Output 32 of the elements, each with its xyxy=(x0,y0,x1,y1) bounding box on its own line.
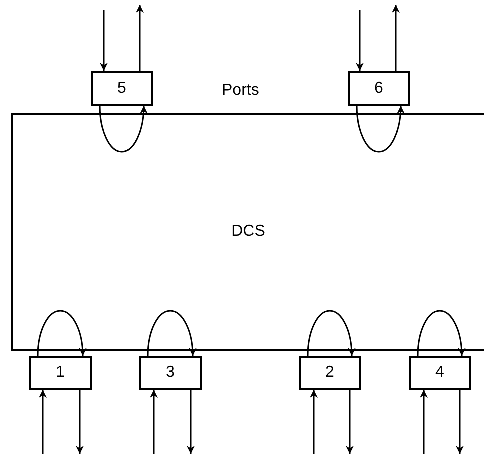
port-label: Ports xyxy=(222,83,260,99)
arrow xyxy=(420,390,428,454)
loop-arrow xyxy=(330,310,356,356)
arrow xyxy=(456,390,464,454)
port-box: 3 xyxy=(139,356,202,390)
system-box: DCS xyxy=(11,113,484,351)
loop-arrow xyxy=(122,106,148,153)
loop-line xyxy=(99,106,122,153)
arrow xyxy=(100,10,108,71)
arrow xyxy=(76,390,84,454)
arrow xyxy=(150,390,158,454)
loop-arrow xyxy=(60,310,87,356)
loop-line xyxy=(417,310,440,356)
loop-line xyxy=(37,310,61,356)
loop-line xyxy=(307,310,330,356)
port-box: 6 xyxy=(348,71,410,106)
arrow xyxy=(39,390,47,454)
port-box: 2 xyxy=(299,356,361,390)
loop-arrow xyxy=(440,310,466,356)
arrow xyxy=(187,390,195,454)
arrow xyxy=(310,390,318,454)
loop-arrow xyxy=(170,310,197,356)
loop-arrow xyxy=(378,106,405,153)
port-box: 1 xyxy=(29,356,92,390)
arrow xyxy=(346,390,354,454)
loop-line xyxy=(147,310,171,356)
arrow xyxy=(136,5,144,71)
arrow xyxy=(356,10,364,71)
port-box: 4 xyxy=(409,356,471,390)
port-box: 5 xyxy=(91,71,153,106)
loop-line xyxy=(356,106,380,153)
arrow xyxy=(392,5,400,71)
